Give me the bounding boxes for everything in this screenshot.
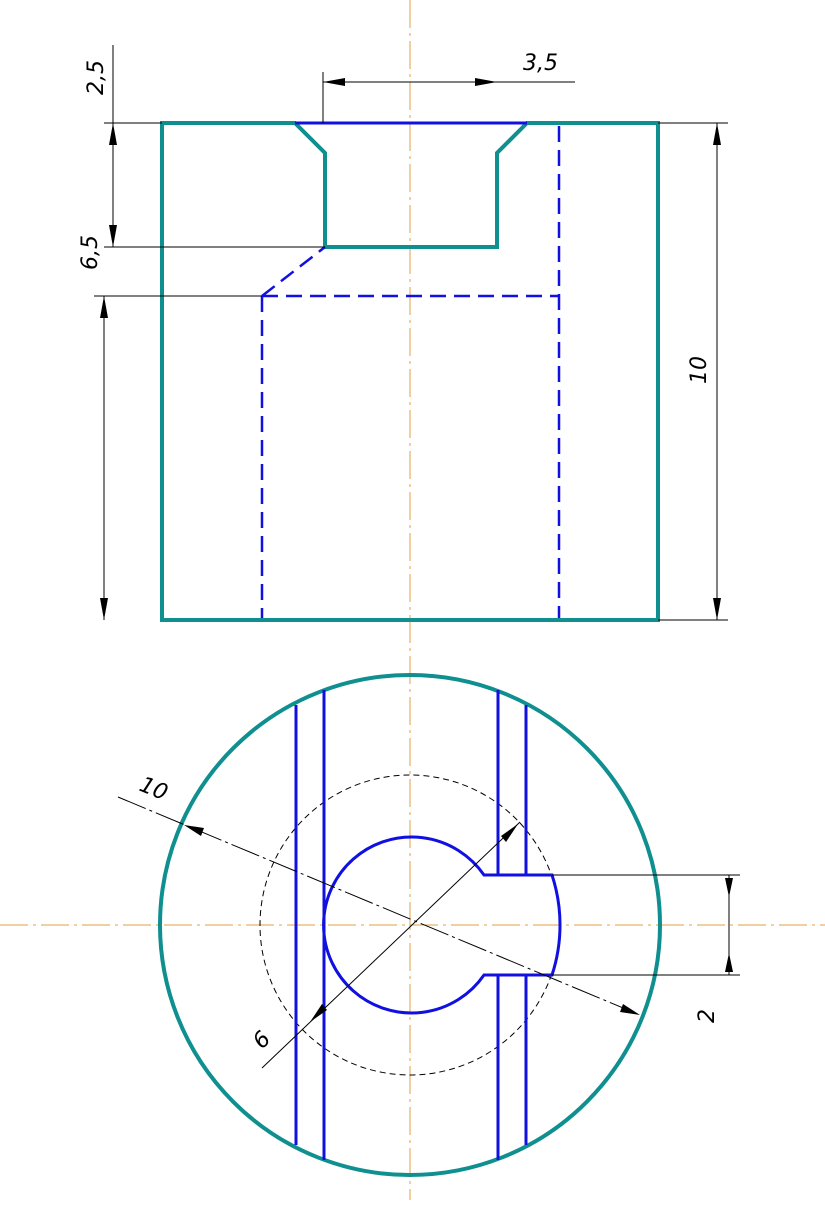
dimension-slot-width: 3,5: [322, 51, 575, 123]
dimension-bore-diameter: 6: [248, 821, 521, 1069]
dimension-overall-height: 10: [658, 122, 728, 621]
dimension-top-depth: 2,5: [84, 45, 325, 248]
slot-lines: [294, 690, 528, 1160]
dimension-counterbore-depth: 6,5: [78, 235, 262, 620]
dimension-key-width: 2: [552, 874, 740, 1023]
dimension-slot-width-label: 3,5: [523, 51, 558, 76]
outer-circle: [158, 673, 662, 1177]
front-view: 2,5 3,5 6,5 10: [78, 45, 728, 622]
hidden-chamfer: [261, 246, 326, 297]
hidden-lines: [260, 126, 561, 618]
dimension-key-width-label: 2: [695, 1009, 720, 1023]
dimension-outer-diameter: 10: [117, 772, 641, 1016]
front-view-outline: [160, 121, 660, 622]
dimension-outer-diameter-label: 10: [136, 772, 171, 806]
dimension-bore-diameter-label: 6: [248, 1027, 276, 1054]
dimension-overall-height-label: 10: [687, 356, 712, 384]
dimension-counterbore-depth-label: 6,5: [78, 235, 103, 270]
dimension-top-depth-label: 2,5: [84, 60, 109, 95]
